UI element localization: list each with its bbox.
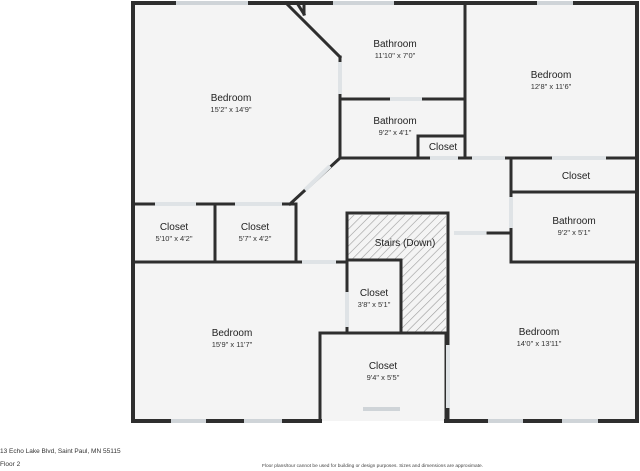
svg-text:Bedroom: Bedroom (211, 93, 252, 104)
svg-text:Bathroom: Bathroom (552, 216, 595, 227)
svg-text:Bedroom: Bedroom (531, 70, 572, 81)
svg-text:15'9" x 11'7": 15'9" x 11'7" (212, 340, 253, 349)
door-openings (155, 62, 606, 408)
svg-text:Bedroom: Bedroom (212, 328, 253, 339)
stairs-hatch (347, 215, 446, 333)
room-bedroom-bottom-right: Bedroom 14'0" x 13'11" (517, 327, 562, 348)
room-bathroom-top: Bathroom 11'10" x 7'0" (373, 39, 416, 60)
svg-text:Closet: Closet (241, 222, 270, 233)
room-bedroom-top-right: Bedroom 12'8" x 11'6" (531, 70, 572, 91)
windows (171, 1, 598, 423)
svg-text:14'0" x 13'11": 14'0" x 13'11" (517, 339, 562, 348)
room-closet-small-middle: Closet (429, 142, 458, 153)
room-closet-bottom: Closet 9'4" x 5'5" (367, 361, 400, 382)
svg-text:5'10" x 4'2": 5'10" x 4'2" (156, 234, 193, 243)
svg-text:Closet: Closet (429, 142, 458, 153)
room-closet-left-2: Closet 5'7" x 4'2" (239, 222, 272, 243)
svg-text:3'8" x 5'1": 3'8" x 5'1" (358, 300, 391, 309)
room-bedroom-bottom-left: Bedroom 15'9" x 11'7" (212, 328, 253, 349)
address-text: 13 Echo Lake Blvd, Saint Paul, MN 55115 (0, 448, 121, 455)
room-bedroom-top-left: Bedroom 15'2" x 14'9" (210, 93, 251, 114)
svg-text:Bathroom: Bathroom (373, 116, 416, 127)
svg-text:Closet: Closet (360, 288, 389, 299)
svg-text:15'2" x 14'9": 15'2" x 14'9" (210, 105, 251, 114)
svg-text:9'4" x 5'5": 9'4" x 5'5" (367, 373, 400, 382)
room-bathroom-middle: Bathroom 9'2" x 4'1" (373, 116, 416, 137)
svg-text:Bedroom: Bedroom (519, 327, 560, 338)
room-closet-left-1: Closet 5'10" x 4'2" (156, 222, 193, 243)
svg-text:9'2" x 5'1": 9'2" x 5'1" (558, 228, 591, 237)
svg-text:Stairs (Down): Stairs (Down) (375, 238, 436, 249)
svg-text:Closet: Closet (369, 361, 398, 372)
svg-text:9'2" x 4'1": 9'2" x 4'1" (379, 128, 412, 137)
floor-label: Floor 2 (0, 461, 21, 468)
svg-text:Closet: Closet (562, 171, 591, 182)
svg-text:11'10" x 7'0": 11'10" x 7'0" (375, 51, 416, 60)
svg-text:5'7" x 4'2": 5'7" x 4'2" (239, 234, 272, 243)
room-bathroom-right: Bathroom 9'2" x 5'1" (552, 216, 595, 237)
room-stairs: Stairs (Down) (375, 238, 436, 249)
room-closet-right: Closet (562, 171, 591, 182)
disclaimer-text: Floor plans/tour cannot be used for buil… (262, 464, 484, 469)
svg-text:Closet: Closet (160, 222, 189, 233)
svg-text:12'8" x 11'6": 12'8" x 11'6" (531, 82, 572, 91)
svg-text:Bathroom: Bathroom (373, 39, 416, 50)
room-closet-center: Closet 3'8" x 5'1" (358, 288, 391, 309)
